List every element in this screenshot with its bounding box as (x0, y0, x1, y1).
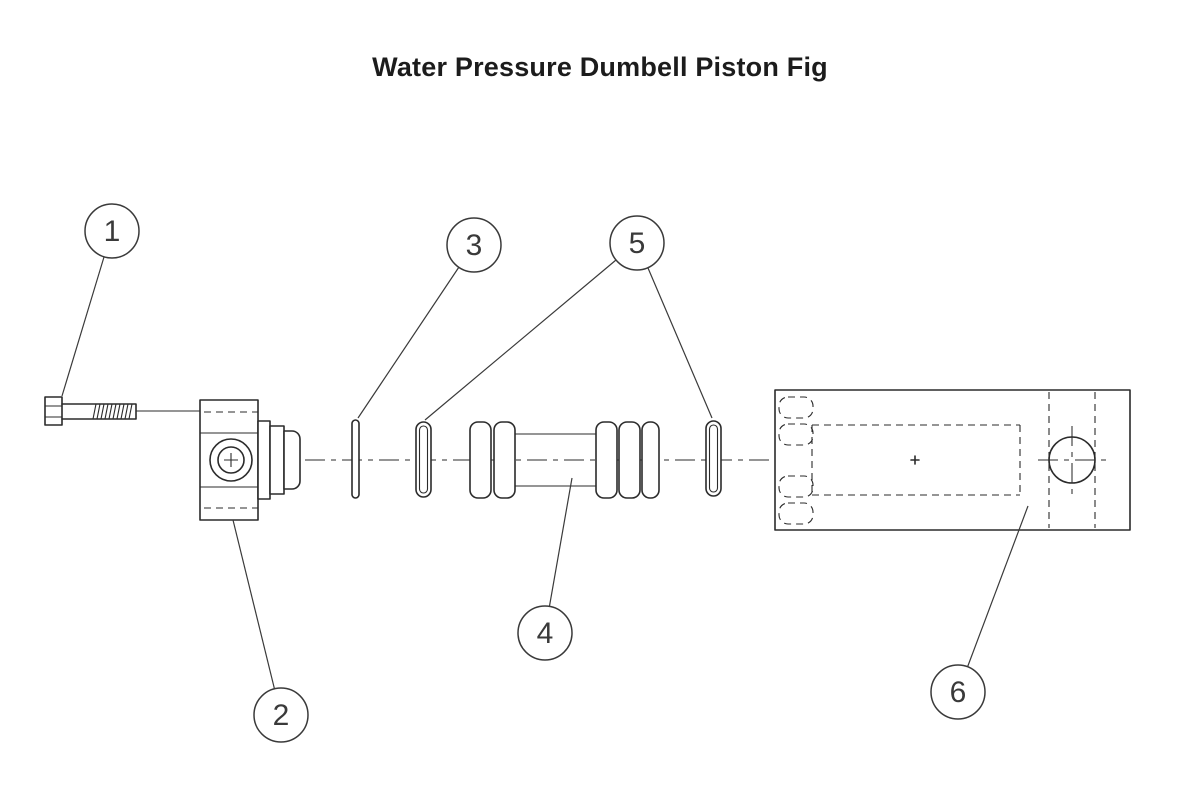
callout-4-label: 4 (537, 617, 554, 650)
callout-6-label: 6 (950, 676, 967, 709)
bore-center-mark (910, 455, 920, 465)
callout-5-label: 5 (629, 227, 646, 260)
piston-head-drawing (199, 399, 301, 521)
seal-left-drawing (415, 421, 432, 498)
callout-4: 4 (517, 605, 573, 661)
callout-1-balloon (84, 203, 140, 259)
callout-2-label: 2 (273, 699, 290, 732)
cross-hole-centerlines (1038, 426, 1106, 494)
callout-5: 5 (609, 215, 665, 271)
callout-4-leader (548, 477, 573, 607)
bolt-drawing (44, 396, 137, 426)
callout-6-balloon (930, 664, 986, 720)
callout-3: 3 (446, 217, 502, 273)
washer-drawing (351, 419, 360, 499)
callout-1-label: 1 (104, 215, 121, 248)
callout-5-leader-left (424, 259, 617, 421)
cross-hole-hidden-lines (1048, 392, 1096, 528)
bolt-head (44, 396, 63, 426)
callout-2: 2 (253, 687, 309, 743)
callout-6: 6 (930, 664, 986, 720)
callout-2-leader (232, 519, 276, 690)
cylinder-body-drawing (774, 389, 1131, 531)
head-port-crossmark (224, 453, 238, 467)
bolt-threads (92, 403, 133, 420)
callout-3-label: 3 (466, 229, 483, 262)
piston-drawing (469, 421, 660, 499)
callout-1-leader (61, 256, 105, 397)
piston-shaft (515, 433, 596, 487)
cylinder-outline (774, 389, 1131, 531)
callout-5-balloon (609, 215, 665, 271)
callout-4-balloon (517, 605, 573, 661)
bolt-shank (61, 403, 137, 420)
callout-3-balloon (446, 217, 502, 273)
callout-3-leader (357, 266, 460, 419)
figure-title: Water Pressure Dumbell Piston Fig (372, 52, 828, 82)
callout-1: 1 (84, 203, 140, 259)
head-port-inner (217, 446, 245, 474)
head-port-outer (209, 438, 253, 482)
seal-right-drawing (705, 420, 722, 497)
callout-2-balloon (253, 687, 309, 743)
callout-6-leader (966, 505, 1029, 668)
callout-5-leader-right (647, 267, 713, 419)
